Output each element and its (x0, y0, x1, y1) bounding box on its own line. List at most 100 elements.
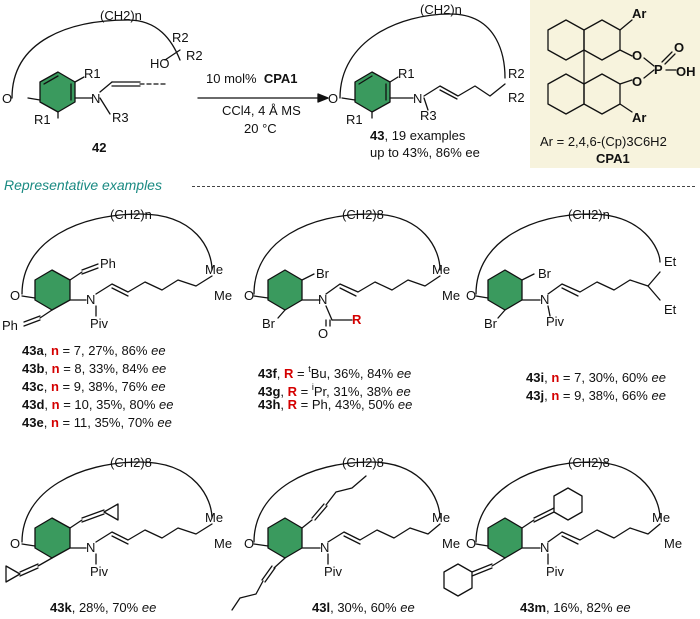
example-structure-2 (253, 213, 441, 327)
section-title: Representative examples (4, 177, 162, 193)
reactant-r1-b: R1 (34, 112, 51, 127)
cpa-ar-top: Ar (632, 6, 647, 21)
ex5-o: O (244, 536, 255, 551)
ex1-ph-bottom: Ph (2, 318, 18, 333)
entry-43f: 43f, R = tBu, 36%, 84% ee (258, 364, 412, 381)
ex3-br-bottom: Br (484, 316, 497, 331)
section-divider (192, 186, 695, 187)
ex6-me-a: Me (652, 510, 671, 525)
product-structure (339, 13, 506, 119)
reactant-ho: HO (150, 56, 170, 71)
cpa-ar-definition: Ar = 2,4,6-(Cp)3C6H2 (540, 134, 667, 149)
ex4-me-b: Me (214, 536, 233, 551)
ex2-me-a: Me (432, 262, 451, 277)
ex2-r: R (352, 312, 362, 327)
product-summary: 43, 19 examples (370, 128, 466, 143)
ex1-o: O (10, 288, 21, 303)
ex3-br-top: Br (538, 266, 551, 281)
cpa-ar-bottom: Ar (632, 110, 647, 125)
ex3-n: N (540, 292, 550, 307)
product-ring-label: (CH2)n (420, 2, 462, 17)
entry-43k: 43k, 28%, 70% ee (50, 600, 157, 615)
conditions-catalyst: 10 mol% CPA1 (206, 71, 298, 86)
reactant-o: O (2, 91, 13, 106)
cpa-p: P (654, 62, 663, 77)
cpa-o-1: O (632, 48, 643, 63)
catalyst-box (530, 0, 700, 168)
ex3-ring: (CH2)n (568, 207, 610, 222)
example-structure-1 (21, 213, 213, 327)
ex3-piv: Piv (546, 314, 565, 329)
ex3-o: O (466, 288, 477, 303)
entry-43b: 43b, n = 8, 33%, 84% ee (22, 361, 167, 376)
reactant-r2-b: R2 (186, 48, 203, 63)
product-r3: R3 (420, 108, 437, 123)
entry-43e: 43e, n = 11, 35%, 70% ee (22, 415, 172, 430)
product-r2-a: R2 (508, 66, 525, 81)
ex4-ring: (CH2)8 (110, 455, 152, 470)
ex6-ring: (CH2)8 (568, 455, 610, 470)
example-structure-5 (231, 461, 441, 611)
entry-43l: 43l, 30%, 60% ee (312, 600, 415, 615)
entry-43i: 43i, n = 7, 30%, 60% ee (526, 370, 666, 385)
ex5-n: N (320, 540, 330, 555)
reactant-r2-a: R2 (172, 30, 189, 45)
ex5-me-a: Me (432, 510, 451, 525)
ex1-ring: (CH2)n (110, 207, 152, 222)
reactant-r1-a: R1 (84, 66, 101, 81)
ex1-me-a: Me (205, 262, 224, 277)
ex5-me-b: Me (442, 536, 461, 551)
ex3-et-a: Et (664, 254, 677, 269)
ex6-me-b: Me (664, 536, 683, 551)
ex5-piv: Piv (324, 564, 343, 579)
ex4-me-a: Me (205, 510, 224, 525)
ex2-n: N (318, 292, 328, 307)
example-structure-3 (475, 213, 661, 319)
reactant-r3: R3 (112, 110, 129, 125)
ex4-n: N (86, 540, 96, 555)
entry-43j: 43j, n = 9, 38%, 66% ee (526, 388, 666, 403)
ex5-ring: (CH2)8 (342, 455, 384, 470)
ex2-o: O (244, 288, 255, 303)
ex6-n: N (540, 540, 550, 555)
ex1-n: N (86, 292, 96, 307)
product-o: O (328, 91, 339, 106)
ex6-piv: Piv (546, 564, 565, 579)
ex1-piv: Piv (90, 316, 109, 331)
ex2-br-bottom: Br (262, 316, 275, 331)
entry-43a: 43a, n = 7, 27%, 86% ee (22, 343, 166, 358)
ex2-br-top: Br (316, 266, 329, 281)
ex4-piv: Piv (90, 564, 109, 579)
ex4-o: O (10, 536, 21, 551)
entry-43h: 43h, R = Ph, 43%, 50% ee (258, 397, 413, 412)
entry-43c: 43c, n = 9, 38%, 76% ee (22, 379, 166, 394)
reactant-label: 42 (92, 140, 107, 155)
entry-43m: 43m, 16%, 82% ee (520, 600, 631, 615)
reactant-n: N (91, 91, 101, 106)
ex2-ring: (CH2)8 (342, 207, 384, 222)
product-r1-b: R1 (346, 112, 363, 127)
conditions-temperature: 20 °C (244, 121, 277, 136)
reactant-ring-label: (CH2)n (100, 8, 142, 23)
ex1-me-b: Me (214, 288, 233, 303)
product-r2-b: R2 (508, 90, 525, 105)
product-r1-a: R1 (398, 66, 415, 81)
product-yield-ee: up to 43%, 86% ee (370, 145, 480, 160)
cpa-oh: OH (676, 64, 696, 79)
cpa-name: CPA1 (596, 151, 630, 166)
entry-43d: 43d, n = 10, 35%, 80% ee (22, 397, 174, 412)
product-n: N (413, 91, 423, 106)
conditions-solvent: CCl4, 4 Å MS (222, 103, 301, 118)
cpa-o-3: O (674, 40, 685, 55)
entry-43g: 43g, R = iPr, 31%, 38% ee (258, 382, 411, 399)
ex1-ph-top: Ph (100, 256, 116, 271)
cpa1-structure (547, 19, 677, 115)
example-structure-4 (5, 461, 213, 583)
example-structure-6 (443, 461, 661, 597)
ex2-me-b: Me (442, 288, 461, 303)
cpa-o-2: O (632, 74, 643, 89)
ex6-o: O (466, 536, 477, 551)
ex3-et-b: Et (664, 302, 677, 317)
